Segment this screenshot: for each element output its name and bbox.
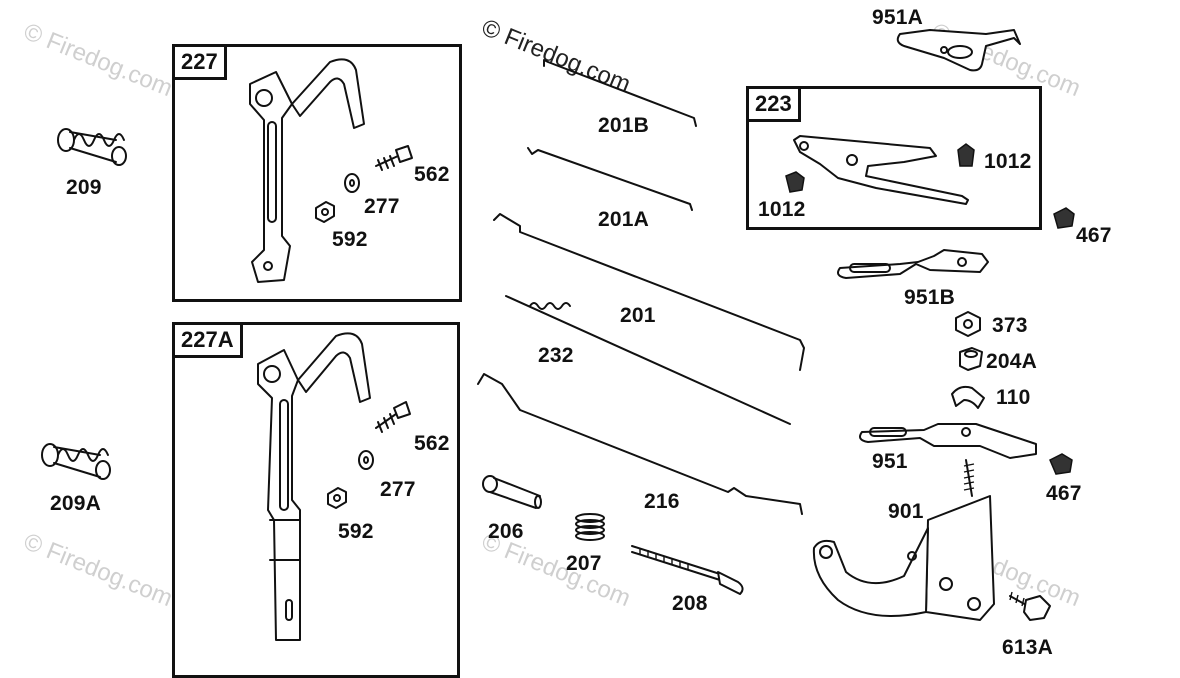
pin-206-drawing [482,475,542,509]
part-label-467: 467 [1046,482,1082,505]
part-label-592: 592 [332,228,368,251]
part-label-201b: 201B [598,114,650,137]
part-label-110: 110 [996,386,1031,409]
part-label-201: 201 [620,304,656,327]
nut-592-bot-drawing [327,487,347,509]
bracket-901-drawing [812,459,995,621]
rod-216-drawing [477,373,803,515]
part-box-227a: 227A [172,322,460,678]
bracket-951b-drawing [837,249,989,279]
part-label-209: 209 [66,176,102,199]
part-label-592: 592 [338,520,374,543]
rod-201b-drawing [543,59,697,127]
part-label-277: 277 [380,478,416,501]
part-label-901: 901 [888,500,924,523]
rod-208-drawing [631,545,744,595]
rod-201a-drawing [527,147,693,211]
part-label-208: 208 [672,592,708,615]
lever-227-drawing [249,58,365,283]
spring-207-drawing [575,513,605,541]
nut-373-drawing [955,311,981,337]
part-label-207: 207 [566,552,602,575]
part-label-562: 562 [414,432,450,455]
block-467-top-drawing [1053,207,1075,229]
block-467-bot-drawing [1049,453,1073,475]
part-label-951a: 951A [872,6,924,29]
bolt-562-bot-drawing [375,401,411,433]
spring-209-drawing [57,128,127,166]
lever-227a-drawing [257,332,371,641]
part-label-204a: 204A [986,350,1038,373]
part-box-223: 223 [746,86,1042,230]
part-label-201a: 201A [598,208,650,231]
nut-592-top-drawing [315,201,335,223]
part-label-373: 373 [992,314,1028,337]
box-label-227a: 227A [175,325,243,358]
spring-209a-drawing [41,443,111,480]
box-label-223: 223 [749,89,801,122]
part-label-467: 467 [1076,224,1112,247]
part-box-227: 227 [172,44,462,302]
part-label-216: 216 [644,490,680,513]
part-label-209a: 209A [50,492,102,515]
washer-277-top-drawing [344,173,360,193]
clip-1012-right-drawing [957,143,975,167]
part-label-951b: 951B [904,286,956,309]
cable-232-drawing [505,295,791,425]
part-label-277: 277 [364,195,400,218]
clip-110-drawing [951,385,985,409]
box-label-227: 227 [175,47,227,80]
part-label-1012: 1012 [984,150,1032,173]
washer-277-bot-drawing [358,450,374,470]
part-label-206: 206 [488,520,524,543]
part-label-232: 232 [538,344,574,367]
rod-201-drawing [493,213,805,371]
spring-232-drawing [529,302,571,310]
clip-1012-left-drawing [785,171,805,193]
part-label-1012: 1012 [758,198,806,221]
bolt-613a-drawing [1009,591,1051,621]
plate-223-drawing [793,135,969,205]
bolt-562-top-drawing [375,145,413,171]
bracket-951-drawing [859,423,1037,459]
part-label-951: 951 [872,450,908,473]
bracket-951a-drawing [896,29,1021,72]
part-label-613a: 613A [1002,636,1054,659]
part-label-562: 562 [414,163,450,186]
